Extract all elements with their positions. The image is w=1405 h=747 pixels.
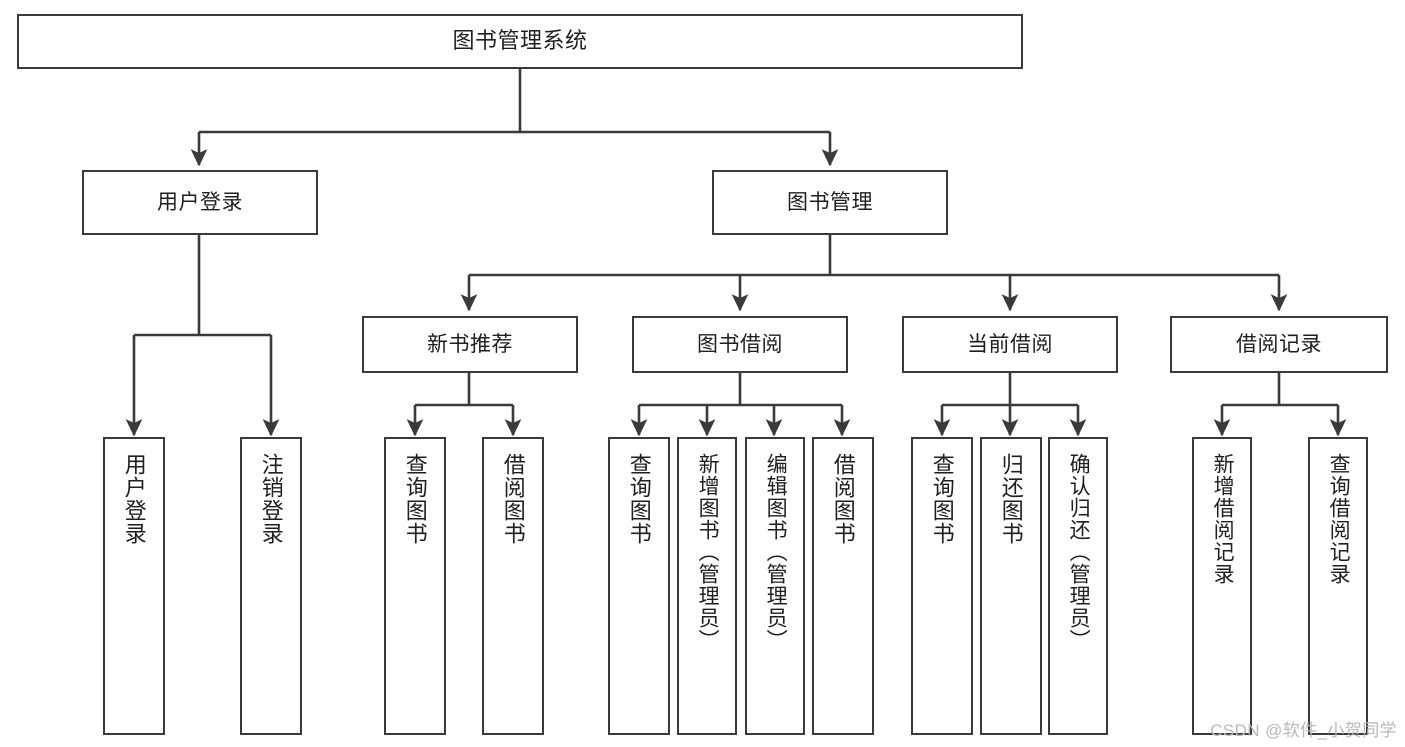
node-label: 查询图书	[626, 453, 652, 545]
node-label: 用户登录	[157, 190, 243, 214]
node-label: 用户登录	[121, 453, 147, 545]
node-leaf-user-login[interactable]: 用户登录	[103, 437, 165, 735]
node-label: 归还图书	[998, 453, 1024, 545]
watermark-text: CSDN @软件_小贺同学	[1210, 721, 1397, 740]
node-leaf-logout-login[interactable]: 注销登录	[240, 437, 302, 735]
node-new-book-recommend[interactable]: 新书推荐	[362, 316, 578, 373]
node-current-borrow[interactable]: 当前借阅	[902, 316, 1118, 373]
node-leaf-add-book-admin[interactable]: 新增图书（管理员）	[677, 437, 737, 735]
node-leaf-return-book[interactable]: 归还图书	[980, 437, 1042, 735]
node-label: 借阅记录	[1236, 332, 1322, 356]
node-leaf-confirm-return-admin[interactable]: 确认归还（管理员）	[1048, 437, 1108, 735]
node-label: 借阅图书	[500, 453, 526, 545]
node-label: 当前借阅	[967, 332, 1053, 356]
node-leaf-query-book-borrow[interactable]: 查询图书	[608, 437, 670, 735]
node-label: 借阅图书	[830, 453, 856, 545]
node-root-book-management-system[interactable]: 图书管理系统	[17, 14, 1023, 69]
node-leaf-query-book-current[interactable]: 查询图书	[911, 437, 973, 735]
node-leaf-borrow-book-recommend[interactable]: 借阅图书	[482, 437, 544, 735]
node-label: 新增图书（管理员）	[696, 453, 720, 651]
node-leaf-add-borrow-record[interactable]: 新增借阅记录	[1192, 437, 1252, 735]
node-label: 查询图书	[402, 453, 428, 545]
node-label: 新增借阅记录	[1211, 453, 1235, 585]
node-label: 图书借阅	[697, 332, 783, 356]
node-leaf-edit-book-admin[interactable]: 编辑图书（管理员）	[745, 437, 805, 735]
node-leaf-borrow-book-borrow[interactable]: 借阅图书	[812, 437, 874, 735]
node-label: 注销登录	[258, 453, 284, 545]
node-label: 确认归还（管理员）	[1067, 453, 1091, 651]
node-label: 查询借阅记录	[1327, 453, 1351, 585]
node-label: 新书推荐	[427, 332, 513, 356]
node-label: 图书管理	[787, 190, 873, 214]
node-book-manage[interactable]: 图书管理	[712, 170, 948, 235]
node-label: 查询图书	[929, 453, 955, 545]
node-leaf-query-borrow-record[interactable]: 查询借阅记录	[1308, 437, 1368, 735]
node-borrow-record[interactable]: 借阅记录	[1170, 316, 1388, 373]
node-user-login[interactable]: 用户登录	[82, 170, 318, 235]
node-book-borrow[interactable]: 图书借阅	[632, 316, 848, 373]
node-label: 图书管理系统	[452, 28, 588, 54]
node-leaf-query-book-recommend[interactable]: 查询图书	[384, 437, 446, 735]
node-label: 编辑图书（管理员）	[764, 453, 788, 651]
